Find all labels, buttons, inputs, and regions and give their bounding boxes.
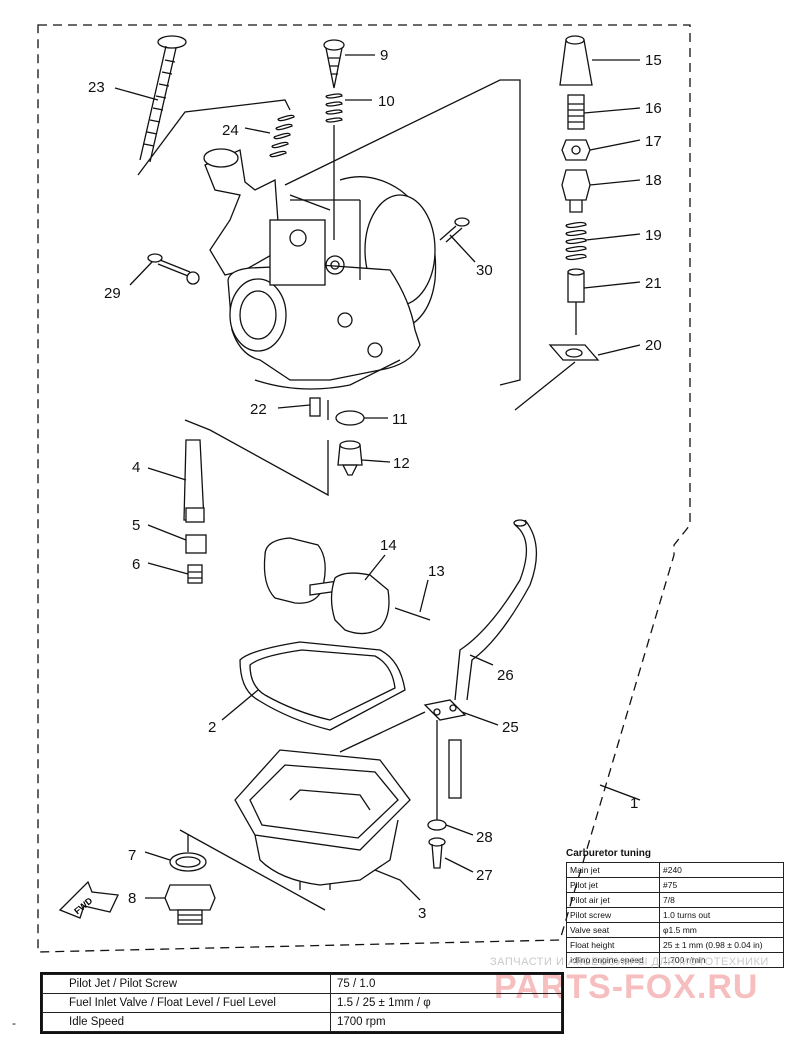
part-27-screw	[428, 837, 446, 869]
callout-15: 15	[645, 52, 662, 69]
part-15-cap	[559, 35, 593, 86]
part-2-gasket	[239, 641, 406, 731]
part-12-valve-seat	[337, 440, 363, 476]
callout-3: 3	[418, 905, 426, 922]
watermark-subtitle: ЗАПЧАСТИ И АКСЕССУАРЫ ДЛЯ МОТОТЕХНИКИ	[490, 956, 769, 968]
callout-19: 19	[645, 227, 662, 244]
callout-30: 30	[476, 262, 493, 279]
part-22-jet	[309, 397, 321, 417]
callout-29: 29	[104, 285, 121, 302]
part-3-float-bowl	[234, 749, 411, 890]
callout-28: 28	[476, 829, 493, 846]
callout-10: 10	[378, 93, 395, 110]
part-30-screw	[439, 217, 470, 243]
part-20-plate	[514, 344, 600, 411]
part-13-pin	[394, 607, 431, 621]
carburetor-body	[203, 79, 521, 390]
part-4-jet-holder	[183, 439, 205, 523]
callout-8: 8	[128, 890, 136, 907]
carburetor-tuning-table: Carburetor tuning Main jet#240 Pilot jet…	[566, 848, 784, 968]
callout-25: 25	[502, 719, 519, 736]
tuning-title: Carburetor tuning	[566, 848, 651, 859]
callout-16: 16	[645, 100, 662, 117]
part-tube	[448, 739, 462, 799]
part-11-oring	[335, 410, 365, 426]
part-8-drain-plug	[164, 884, 216, 925]
callout-17: 17	[645, 133, 662, 150]
callout-5: 5	[132, 517, 140, 534]
table-row: Pilot jet#75	[566, 877, 784, 893]
table-row: Fuel Inlet Valve / Float Level / Fuel Le…	[42, 993, 562, 1013]
callout-23: 23	[88, 79, 105, 96]
part-6-main-jet	[187, 564, 203, 584]
callout-22: 22	[250, 401, 267, 418]
callout-24: 24	[222, 122, 239, 139]
margin-mark: -	[12, 1016, 16, 1030]
callout-20: 20	[645, 337, 662, 354]
fwd-arrow-icon	[58, 880, 119, 919]
table-row: Main jet#240	[566, 862, 784, 878]
callout-6: 6	[132, 556, 140, 573]
part-23-screw	[139, 35, 187, 163]
callout-9: 9	[380, 47, 388, 64]
part-14-float	[263, 537, 390, 635]
part-18-holder	[561, 169, 591, 213]
part-26-hose	[454, 519, 538, 701]
part-9-screw	[323, 39, 345, 89]
callout-12: 12	[393, 455, 410, 472]
part-19-spring	[565, 221, 587, 261]
part-21-needle-holder	[567, 268, 585, 335]
callout-18: 18	[645, 172, 662, 189]
part-7-oring	[169, 852, 207, 872]
callout-11: 11	[392, 411, 408, 428]
assembly-boundary	[37, 24, 691, 953]
callout-7: 7	[128, 847, 136, 864]
callout-14: 14	[380, 537, 397, 554]
callout-2: 2	[208, 719, 216, 736]
part-5-washer	[185, 534, 207, 554]
part-24-spring	[269, 114, 295, 158]
part-16-adjuster	[567, 94, 585, 130]
part-10-spring	[325, 93, 343, 123]
part-25-plate	[423, 699, 467, 721]
callout-21: 21	[645, 275, 662, 292]
callout-13: 13	[428, 563, 445, 580]
part-29-screw	[147, 253, 200, 285]
part-17-nut	[561, 139, 591, 161]
callout-1: 1	[630, 795, 638, 812]
callout-26: 26	[497, 667, 514, 684]
callout-27: 27	[476, 867, 493, 884]
part-28-washer	[427, 819, 447, 831]
callout-4: 4	[132, 459, 140, 476]
